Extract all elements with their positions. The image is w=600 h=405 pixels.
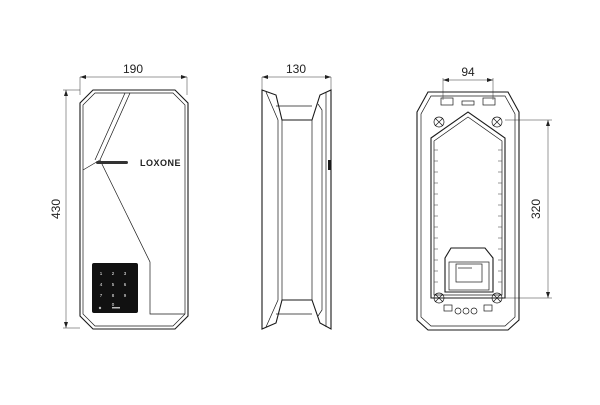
keypad-key-6: 6	[124, 282, 127, 287]
keypad-key-2: 2	[112, 271, 115, 276]
side-ruler-ticks	[434, 149, 502, 283]
back-height-dimension: 320	[505, 119, 552, 299]
back-height-label: 320	[529, 199, 543, 219]
keypad-key-4: 4	[100, 282, 103, 287]
side-view: 130	[261, 62, 332, 330]
brand-logo: LOXONE	[140, 158, 181, 168]
front-led-bar	[96, 161, 128, 164]
side-width-dimension: 130	[261, 62, 332, 95]
front-height-dimension: 430	[49, 89, 80, 329]
keypad-key-9: 9	[124, 293, 127, 298]
back-width-dimension: 94	[442, 65, 494, 100]
keypad-key-5: 5	[112, 282, 115, 287]
mounting-screws	[433, 116, 503, 304]
front-height-label: 430	[49, 199, 63, 219]
inner-chamber	[430, 111, 506, 299]
side-housing-outline	[261, 89, 332, 330]
front-facet-lines	[99, 92, 185, 315]
front-view: 190 430 LOXONE 1 2 3 4 5 6 7 8 9 0	[49, 62, 189, 330]
back-width-label: 94	[461, 65, 475, 79]
keypad-key-7: 7	[100, 293, 103, 298]
front-housing-outline	[79, 89, 189, 330]
keypad-key-1: 1	[100, 271, 103, 276]
back-view: 94 320	[416, 65, 552, 331]
bottom-connectors	[443, 304, 493, 315]
keypad-key-8: 8	[112, 293, 115, 298]
side-width-label: 130	[286, 62, 306, 76]
keypad-key-3: 3	[124, 271, 127, 276]
reader-module	[444, 247, 494, 293]
front-width-dimension: 190	[79, 62, 188, 95]
keypad-key-0: 0	[112, 302, 115, 307]
back-housing-outline	[416, 91, 520, 331]
keypad: 1 2 3 4 5 6 7 8 9 0	[92, 263, 138, 313]
front-width-label: 190	[123, 62, 143, 76]
